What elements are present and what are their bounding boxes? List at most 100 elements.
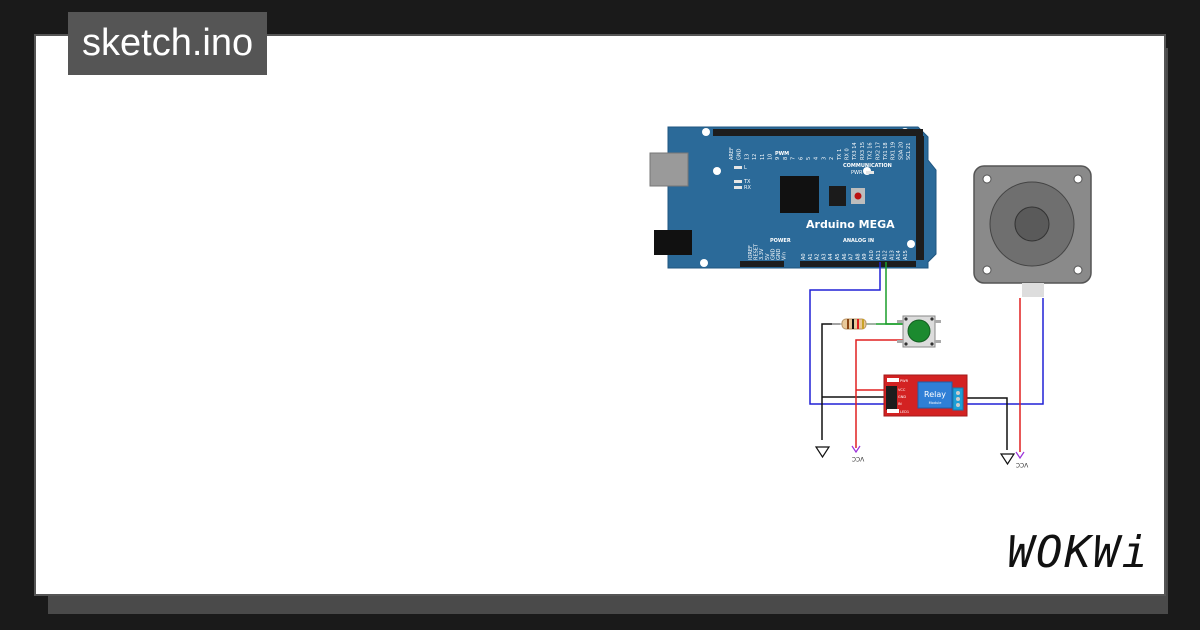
stepper-connector	[1022, 283, 1044, 297]
stepper-motor[interactable]	[973, 165, 1092, 297]
pin-label: 7	[791, 157, 797, 160]
vcc-label-left: VCC	[852, 455, 864, 462]
board-name: Arduino MEGA	[806, 218, 895, 231]
pin-label: A14	[896, 250, 902, 260]
pin-label: GND	[737, 148, 743, 160]
pin-label: 2	[829, 157, 835, 160]
pin-label: 6	[798, 157, 804, 160]
wokwi-logo: WOKWi	[1007, 527, 1150, 578]
ground-symbol-left	[814, 446, 831, 459]
pin-label: A15	[903, 250, 909, 260]
relay-led1-label: LED1	[900, 410, 909, 414]
pin-label: A4	[828, 253, 834, 260]
pin-label: 5	[806, 157, 812, 160]
pin-label: A10	[869, 250, 875, 260]
pin-label: 12	[752, 154, 758, 160]
led-rx	[734, 186, 742, 189]
relay-pwr-led	[887, 378, 899, 382]
relay-pin-in: IN	[898, 402, 902, 406]
wire-black-right	[966, 397, 1008, 450]
power-header	[740, 261, 784, 267]
push-button-cap	[907, 319, 931, 343]
mount-hole	[700, 259, 708, 267]
icsp-header	[829, 186, 846, 206]
pwr-label: PWR	[851, 170, 863, 176]
pin-label: A13	[889, 250, 895, 260]
vcc-symbol-right: VCC	[1015, 451, 1028, 468]
pin-label: Vin	[782, 252, 788, 260]
mount-hole	[907, 240, 915, 248]
led-pwr	[866, 171, 874, 174]
pin-label: A0	[801, 253, 807, 260]
usb-connector	[649, 152, 689, 187]
led-l	[734, 166, 742, 169]
pin-label: A6	[842, 253, 848, 260]
ground-symbol-right	[999, 453, 1016, 466]
pin-label: 11	[760, 154, 766, 160]
arduino-mega-board[interactable]: L TX RX PWR PWM COMMUNICATION POWER ANAL…	[649, 126, 937, 269]
pwm-label: PWM	[775, 151, 789, 157]
pin-label: 3.3V	[759, 248, 765, 260]
pin-label: A9	[862, 253, 868, 260]
pin-label: RESET	[754, 243, 760, 260]
relay-header	[886, 386, 897, 410]
pin-label: AREF	[729, 147, 735, 160]
relay-module[interactable]: Relay Module PWR LED1 VCC GND IN	[883, 374, 968, 417]
pin-label: A8	[855, 253, 861, 260]
pin-label: A2	[815, 253, 821, 260]
relay-led1	[887, 409, 899, 413]
wire-black-res	[821, 323, 840, 440]
wires	[809, 262, 1044, 452]
pin-label: RX3 15	[860, 142, 866, 160]
pin-label: A7	[849, 253, 855, 260]
led-rx-label: RX	[744, 185, 751, 191]
pin-label: A11	[876, 250, 882, 260]
pin-label: A1	[808, 253, 814, 260]
power-label: POWER	[770, 238, 791, 244]
top-header	[713, 129, 923, 136]
power-jack	[654, 230, 692, 255]
wire-green	[885, 262, 903, 325]
pin-label: TX3 14	[852, 142, 858, 161]
relay-pin-vcc: VCC	[898, 388, 906, 392]
analog-in-label: ANALOG IN	[843, 238, 874, 244]
mcu-chip	[780, 176, 819, 213]
pin-label: TX1 18	[883, 142, 889, 161]
led-l-label: L	[744, 165, 747, 171]
relay-pwr-label: PWR	[900, 379, 909, 383]
led-tx-label: TX	[743, 179, 751, 185]
relay-title: Relay	[924, 390, 946, 399]
pin-label: 10	[768, 154, 774, 160]
pin-label: A5	[835, 253, 841, 260]
pin-label: TX 1	[837, 149, 843, 161]
push-button[interactable]	[897, 315, 941, 348]
right-header	[916, 136, 924, 260]
pin-label: GND	[770, 248, 776, 260]
pin-label: IOREF	[748, 245, 754, 260]
pin-label: 9	[775, 157, 781, 160]
pin-label: TX2 16	[868, 142, 874, 161]
pin-label: RX1 19	[891, 142, 897, 160]
pin-label: 13	[744, 154, 750, 160]
mount-hole	[702, 128, 710, 136]
pin-label: A12	[883, 250, 889, 260]
relay-box	[917, 381, 953, 409]
pin-label: RX2 17	[875, 142, 881, 160]
pin-label: A3	[821, 253, 827, 260]
pin-label: 5V	[765, 253, 771, 260]
pin-label: 3	[821, 157, 827, 160]
reset-button-cap[interactable]	[854, 192, 862, 200]
relay-pin-gnd: GND	[898, 395, 906, 399]
pin-label: SDA 20	[898, 142, 904, 160]
resistor[interactable]	[832, 318, 876, 330]
communication-label: COMMUNICATION	[843, 163, 892, 169]
diagram-canvas[interactable]	[34, 34, 1166, 596]
vcc-label-right: VCC	[1016, 461, 1028, 468]
analog-header	[800, 261, 916, 267]
sketch-tab[interactable]: sketch.ino	[68, 12, 268, 75]
pin-label: 4	[814, 157, 820, 160]
